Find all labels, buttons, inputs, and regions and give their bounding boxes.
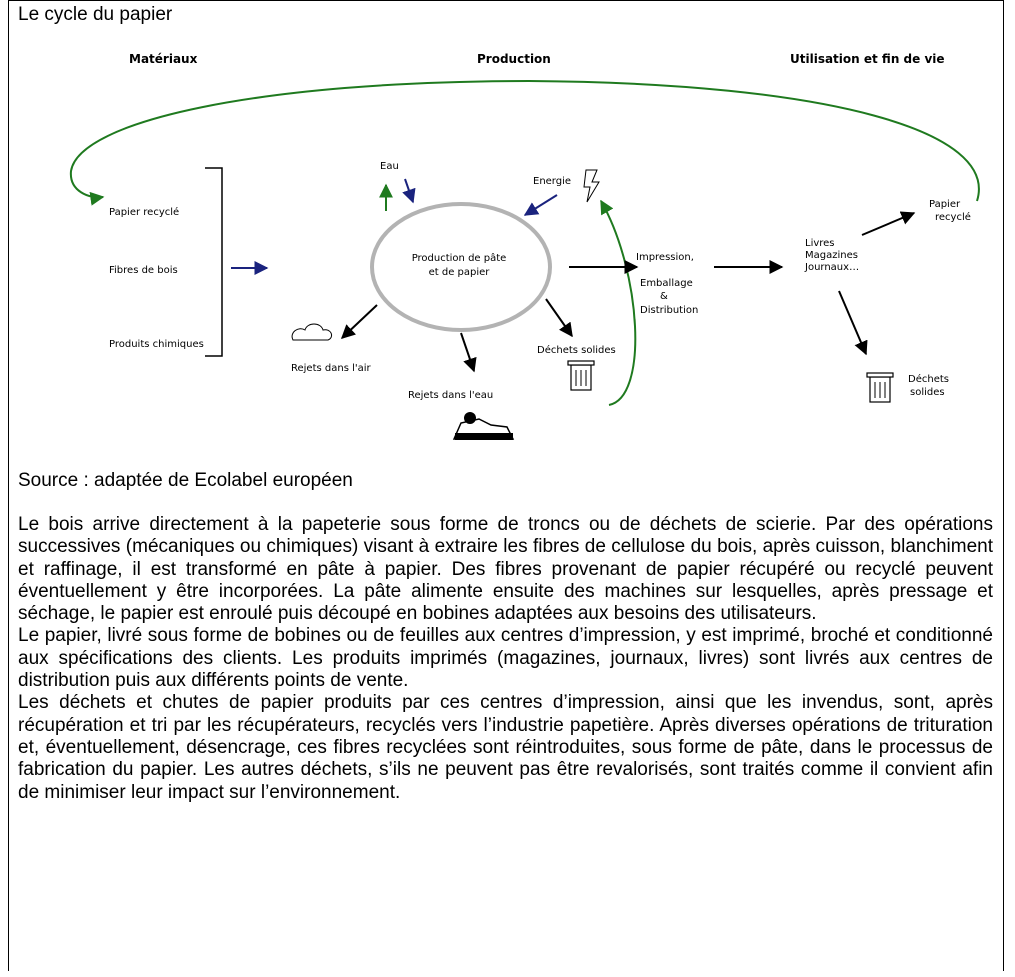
node-impression-line3: & [660,291,668,302]
production-label-line1: Production de pâte [412,252,507,264]
air-emissions-arrow [340,304,378,339]
node-dechets-right-line2: solides [910,387,945,398]
paragraph-1: Le bois arrive directement à la papeteri… [18,514,993,625]
source-caption: Source : adaptée de Ecolabel européen [18,470,353,491]
production-label-line2: et de papier [429,267,491,278]
water-emissions-arrow [460,332,477,373]
node-rejets-air: Rejets dans l'air [291,363,372,374]
trash-bin-icon-right [866,372,894,403]
cloud-icon [291,323,333,341]
node-papier-recycle-left: Papier recyclé [109,206,179,218]
paragraph-3: Les déchets et chutes de papier produits… [18,692,993,803]
energy-in-arrow [523,194,558,216]
recycling-arc-arrow [69,79,980,206]
column-header-production: Production [477,52,551,66]
products-to-waste-arrow [838,290,868,356]
paper-cycle-diagram: Matériaux Production Utilisation et fin … [69,52,980,440]
node-fibres-bois: Fibres de bois [109,265,178,276]
production-ellipse [370,202,552,332]
body-text: Le bois arrive directement à la papeteri… [18,514,993,804]
node-papier-recycle-right-line1: Papier [929,199,961,210]
node-impression-line4: Distribution [640,305,698,316]
node-rejets-eau: Rejets dans l'eau [408,390,493,401]
waste-recycle-arrow [600,199,637,406]
materials-bracket [205,167,223,357]
node-dechets-right-line1: Déchets [908,373,949,385]
solid-waste-arrow [545,298,573,338]
water-treatment-icon [452,412,515,440]
node-produits-line3: Journaux… [804,262,859,273]
node-impression-line1: Impression, [636,252,694,263]
paragraph-2: Le papier, livré sous forme de bobines o… [18,625,993,692]
node-produits-line1: Livres [805,238,835,249]
lightning-icon [583,169,600,203]
document-title: Le cycle du papier [18,4,173,25]
node-dechets-solides-center: Déchets solides [537,344,616,356]
node-eau: Eau [380,161,399,172]
column-header-materials: Matériaux [129,52,198,66]
trash-bin-icon-center [567,360,595,391]
document-frame: Le cycle du papier Matériaux Production … [8,0,1004,971]
node-impression-line2: Emballage [640,278,693,289]
products-to-recycled-arrow [861,211,916,236]
node-papier-recycle-right-line2: recyclé [935,211,971,223]
column-header-use: Utilisation et fin de vie [790,52,945,66]
node-produits-chimiques: Produits chimiques [109,339,204,350]
water-in-arrow [402,178,416,204]
node-produits-line2: Magazines [805,250,858,261]
node-energie: Energie [533,176,571,187]
